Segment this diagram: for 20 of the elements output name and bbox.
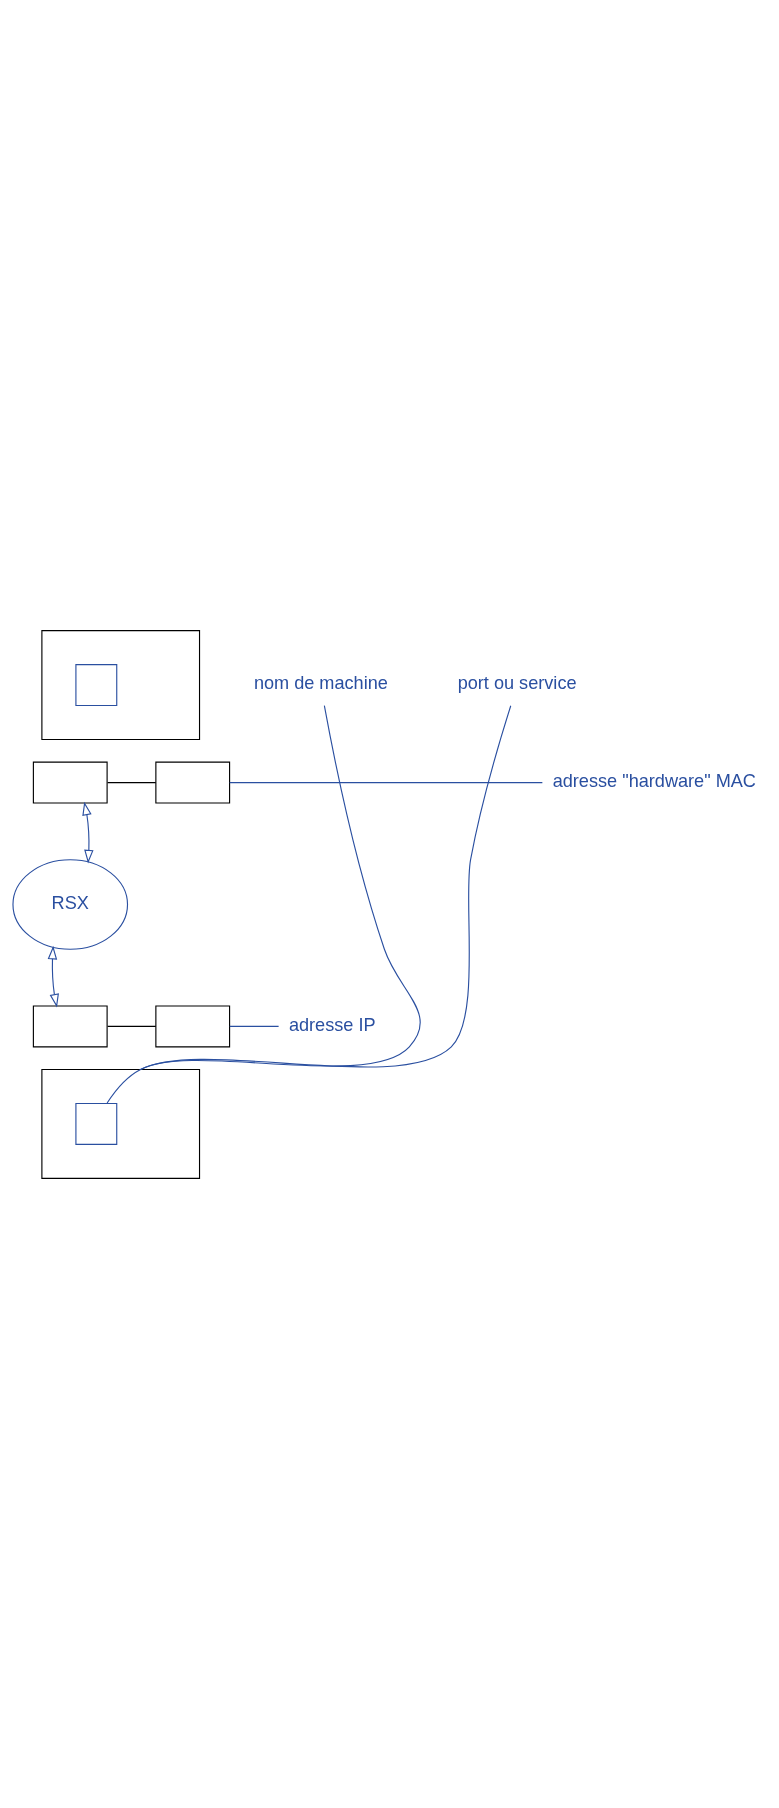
node-text: adresse "hardware" MAC xyxy=(552,770,756,791)
connector xyxy=(229,1025,280,1027)
connector xyxy=(107,1025,157,1027)
connector xyxy=(229,781,543,783)
node-text: nom de machine xyxy=(253,672,388,693)
cluster xyxy=(41,1068,201,1179)
connector xyxy=(106,704,512,1104)
node-text: adresse IP xyxy=(288,1014,376,1035)
node-box xyxy=(32,1004,108,1047)
node-text: port ou service xyxy=(457,672,577,693)
cluster xyxy=(41,629,201,740)
node-box xyxy=(75,663,118,706)
arrow xyxy=(82,801,94,863)
connector xyxy=(107,781,157,783)
arrow xyxy=(47,945,59,1007)
node-box xyxy=(155,761,231,804)
node-box xyxy=(75,1102,118,1145)
node-box xyxy=(155,1004,231,1047)
node-box xyxy=(32,761,108,804)
node-ellipse: RSX xyxy=(12,858,129,950)
